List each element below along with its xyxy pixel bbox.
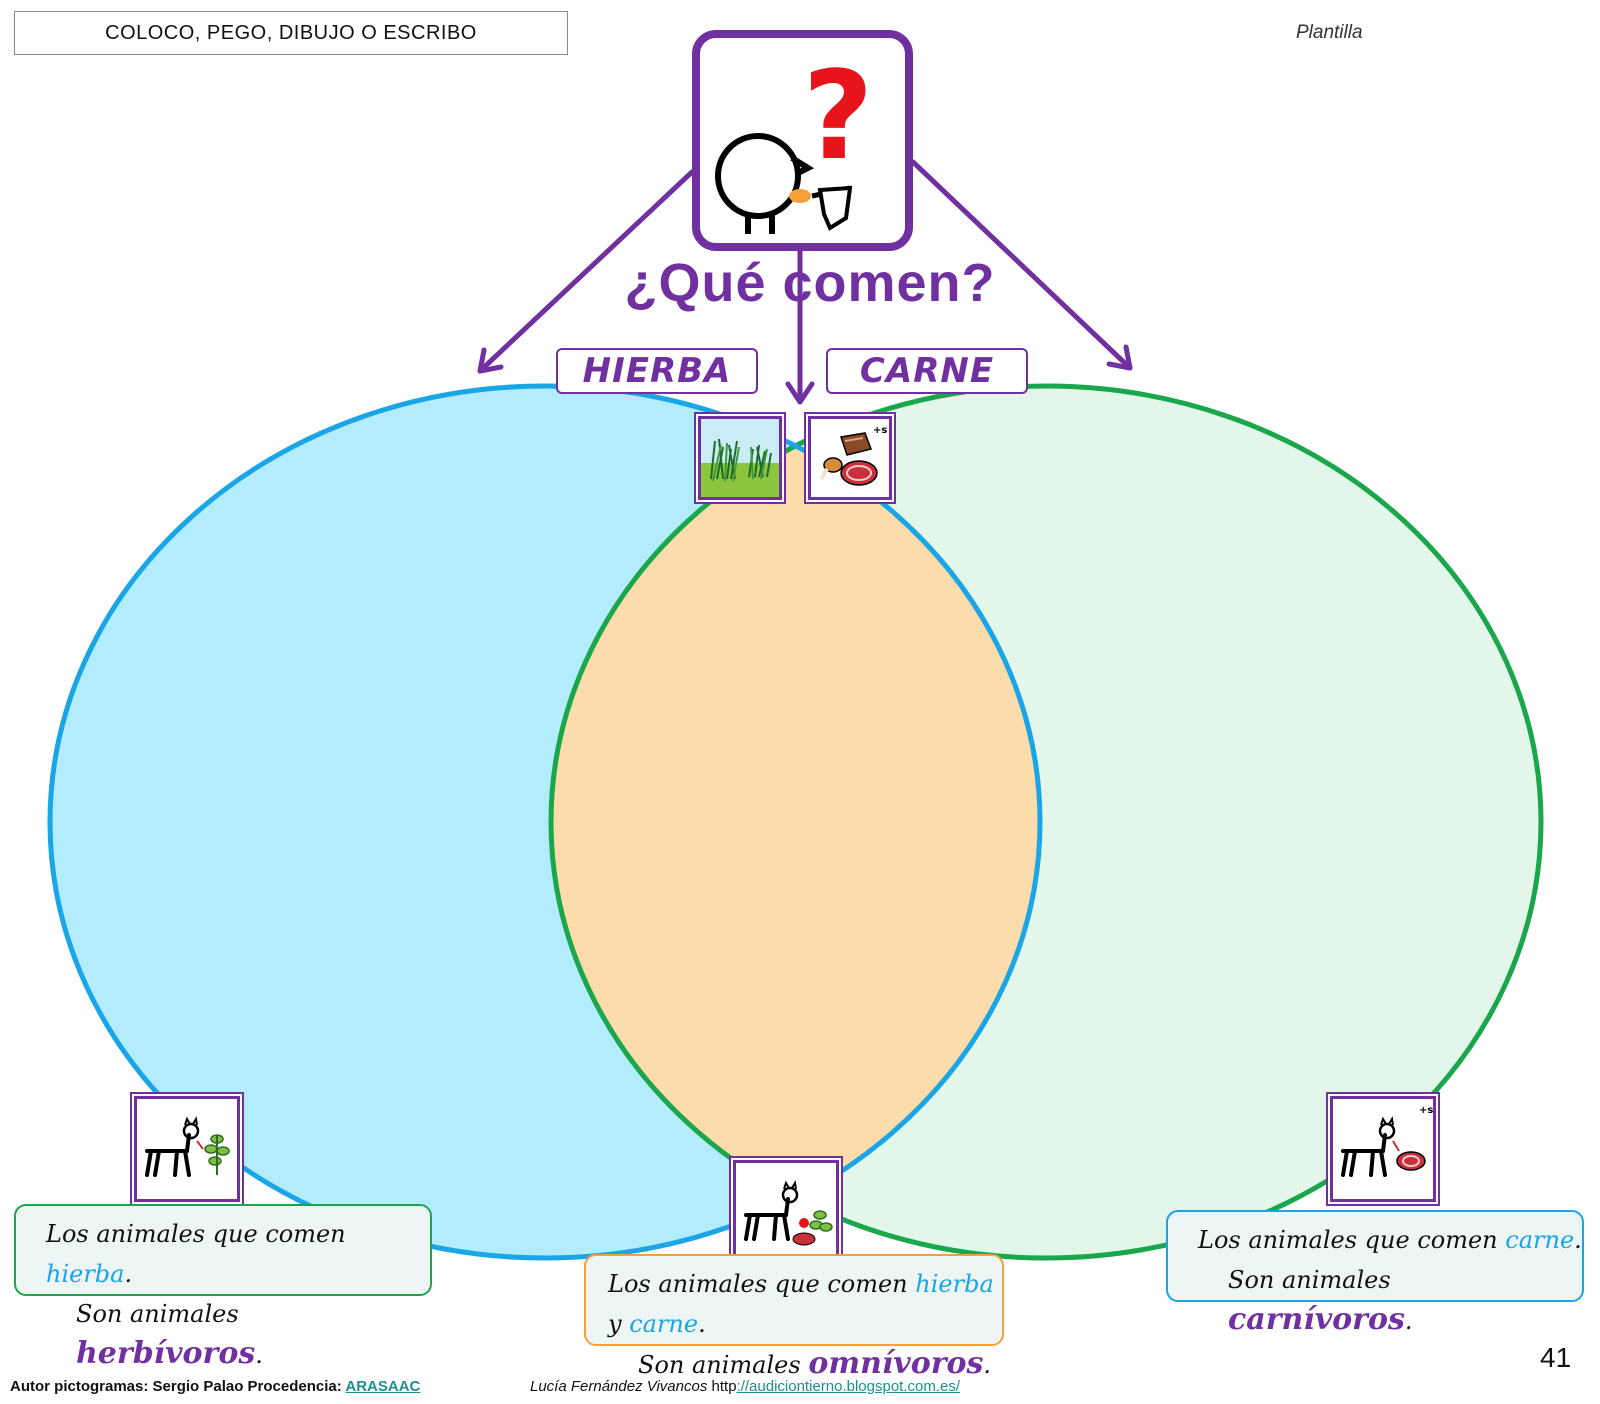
label-carne: CARNE [826, 348, 1028, 394]
svg-text:+s: +s [873, 425, 887, 436]
herbivore-pictogram [132, 1094, 242, 1204]
question-title: ¿Qué comen? [624, 253, 996, 313]
meat-icon: +s [819, 425, 887, 486]
herbivore-sentence: Los animales que comen hierba. Son anima… [14, 1204, 432, 1371]
footer-author: Lucía Fernández Vivancos http://audicion… [530, 1378, 961, 1395]
footer-credits: Autor pictogramas: Sergio Palao Proceden… [10, 1378, 421, 1395]
omnivore-pictogram [731, 1158, 841, 1268]
activity-title: COLOCO, PEGO, DIBUJO O ESCRIBO [14, 11, 568, 55]
grass-pictogram [696, 414, 784, 502]
grass-icon [701, 419, 779, 497]
page-number: 41 [1540, 1342, 1572, 1373]
svg-text:+s: +s [1419, 1105, 1433, 1116]
label-hierba: HIERBA [556, 348, 758, 394]
template-tag: Plantilla [1296, 22, 1363, 43]
blog-link[interactable]: ://audiciontierno.blogspot.com.es/ [736, 1378, 961, 1395]
meat-pictogram: +s [806, 414, 894, 502]
animal-eating-meat-icon: +s [1341, 1105, 1433, 1177]
svg-text:?: ? [803, 45, 874, 187]
carnivore-sentence: Los animales que comen carne. Son animal… [1166, 1210, 1584, 1337]
omnivore-sentence: Los animales que comen hierba y carne. S… [584, 1254, 1004, 1381]
arasaac-link[interactable]: ARASAAC [345, 1378, 421, 1395]
person-eating-question-icon: ? [715, 45, 874, 234]
omnivore-intersection [551, 386, 1040, 1258]
animal-eating-plant-and-meat-icon [744, 1180, 833, 1246]
animal-eating-plant-icon [145, 1116, 230, 1177]
arrows [477, 159, 1133, 405]
carnivore-pictogram: +s [1328, 1094, 1438, 1204]
question-pictogram: ? [692, 30, 913, 251]
